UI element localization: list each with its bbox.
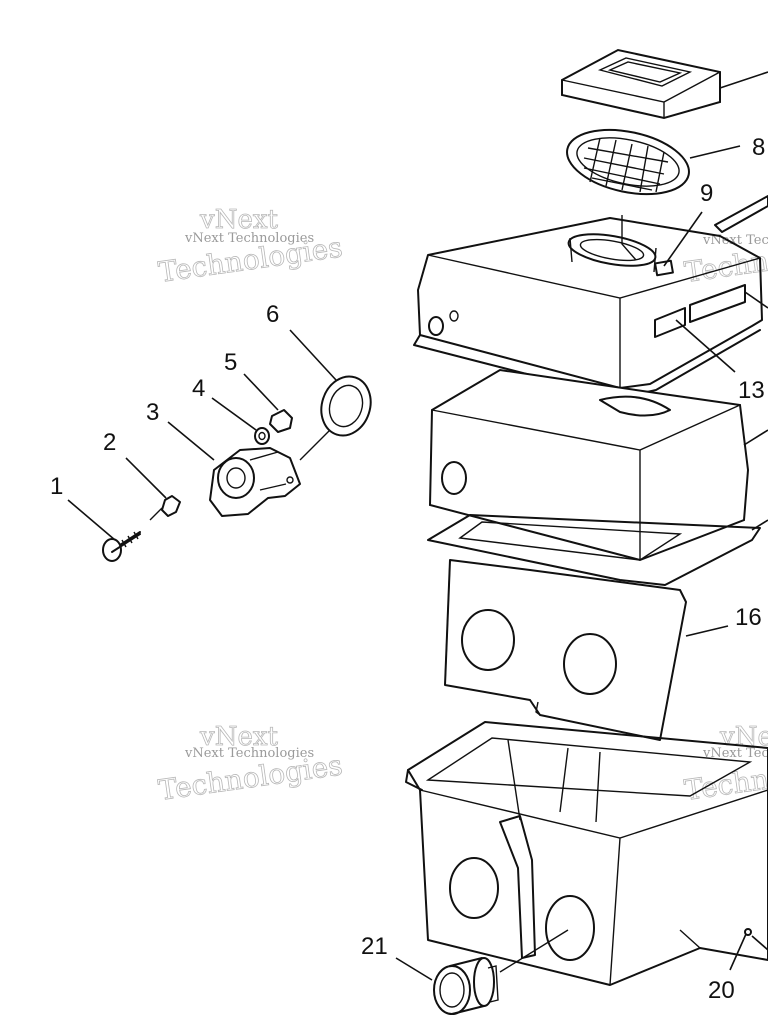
screen-grid-element bbox=[566, 128, 741, 196]
watermark-line2: vNext Technologies bbox=[184, 231, 314, 246]
callout-6: 6 bbox=[266, 301, 279, 328]
mounting-screw-part bbox=[67, 499, 141, 562]
valve-housing-part bbox=[167, 421, 301, 517]
seal-ring-part bbox=[289, 329, 372, 437]
washer-part bbox=[211, 397, 270, 445]
lock-washer-part bbox=[125, 457, 181, 517]
watermark-line2: vNext Technologies bbox=[184, 746, 314, 761]
air-box-cover bbox=[413, 195, 768, 399]
watermark-upper-left: vNext vNext Technologies Technologies bbox=[156, 205, 345, 290]
nut-part bbox=[243, 373, 293, 433]
clamp-screw-part bbox=[729, 928, 768, 971]
top-foam-element bbox=[561, 48, 768, 120]
callout-8: 8 bbox=[752, 134, 765, 161]
callout-20: 20 bbox=[708, 977, 735, 1004]
callout-13: 13 bbox=[738, 377, 765, 404]
callout-21: 21 bbox=[361, 933, 388, 960]
callout-5: 5 bbox=[224, 349, 237, 376]
assembly-center-line bbox=[149, 429, 331, 521]
callouts: 1 2 3 4 5 6 8 9 13 16 20 21 bbox=[50, 134, 765, 1004]
callout-9: 9 bbox=[700, 180, 713, 207]
callout-3: 3 bbox=[146, 399, 159, 426]
gasket bbox=[427, 514, 768, 586]
callout-4: 4 bbox=[192, 375, 205, 402]
watermark-line2: vNext Technologies bbox=[702, 746, 768, 761]
foam-filter-element bbox=[428, 368, 768, 562]
intake-boot-part bbox=[395, 929, 569, 1015]
watermark-line1: vNext bbox=[199, 205, 278, 235]
callout-2: 2 bbox=[103, 429, 116, 456]
callout-1: 1 bbox=[50, 473, 63, 500]
baffle-plate bbox=[444, 559, 729, 741]
watermark-lower-left: vNext vNext Technologies Technologies bbox=[156, 722, 345, 808]
watermark-line1: vNext bbox=[199, 722, 278, 752]
callout-16: 16 bbox=[735, 604, 762, 631]
air-box-base bbox=[405, 721, 768, 986]
